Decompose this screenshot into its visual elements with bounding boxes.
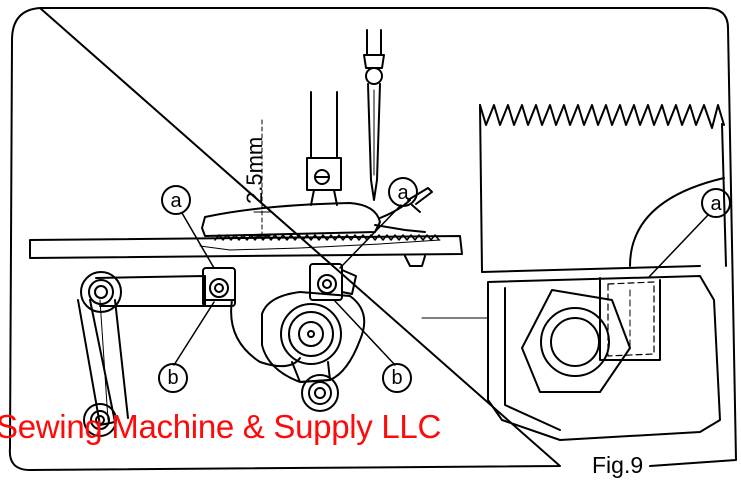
callout-label-b: b — [167, 367, 178, 389]
feed-dog-screw-left — [202, 267, 236, 307]
hinge-pin-top-left — [80, 271, 122, 313]
detail-feed-block — [421, 275, 721, 441]
cam-pin-bottom — [301, 374, 339, 412]
feed-dog-screw-right — [309, 263, 357, 301]
dimension-label: 2.5mm — [242, 137, 267, 204]
figure-label: Fig.9 — [592, 452, 644, 478]
presser-bar — [306, 91, 342, 206]
callout-b-lower-left — [158, 363, 188, 393]
frame-border — [8, 7, 737, 471]
feed-dog-teeth — [214, 234, 440, 241]
feed-link — [77, 275, 206, 426]
watermark-text: Sewing Machine & Supply LLC — [0, 408, 441, 445]
callout-a-detail — [701, 188, 731, 218]
feed-cam — [230, 291, 366, 383]
callout-label-a: a — [397, 182, 409, 204]
callout-a-upper-left — [161, 185, 191, 215]
callout-b-lower-right — [382, 363, 412, 393]
callout-label-a: a — [170, 190, 182, 212]
needle — [363, 29, 385, 201]
dimension-marker — [253, 119, 271, 239]
detail-feed-dog — [479, 104, 727, 273]
callout-a-upper-right — [388, 177, 418, 207]
detail-hex-screw — [521, 289, 631, 393]
needle-plate — [29, 235, 463, 267]
callout-label-b: b — [391, 367, 402, 389]
callout-label-a: a — [710, 193, 722, 215]
hinge-pin-bottom-left — [83, 403, 117, 437]
